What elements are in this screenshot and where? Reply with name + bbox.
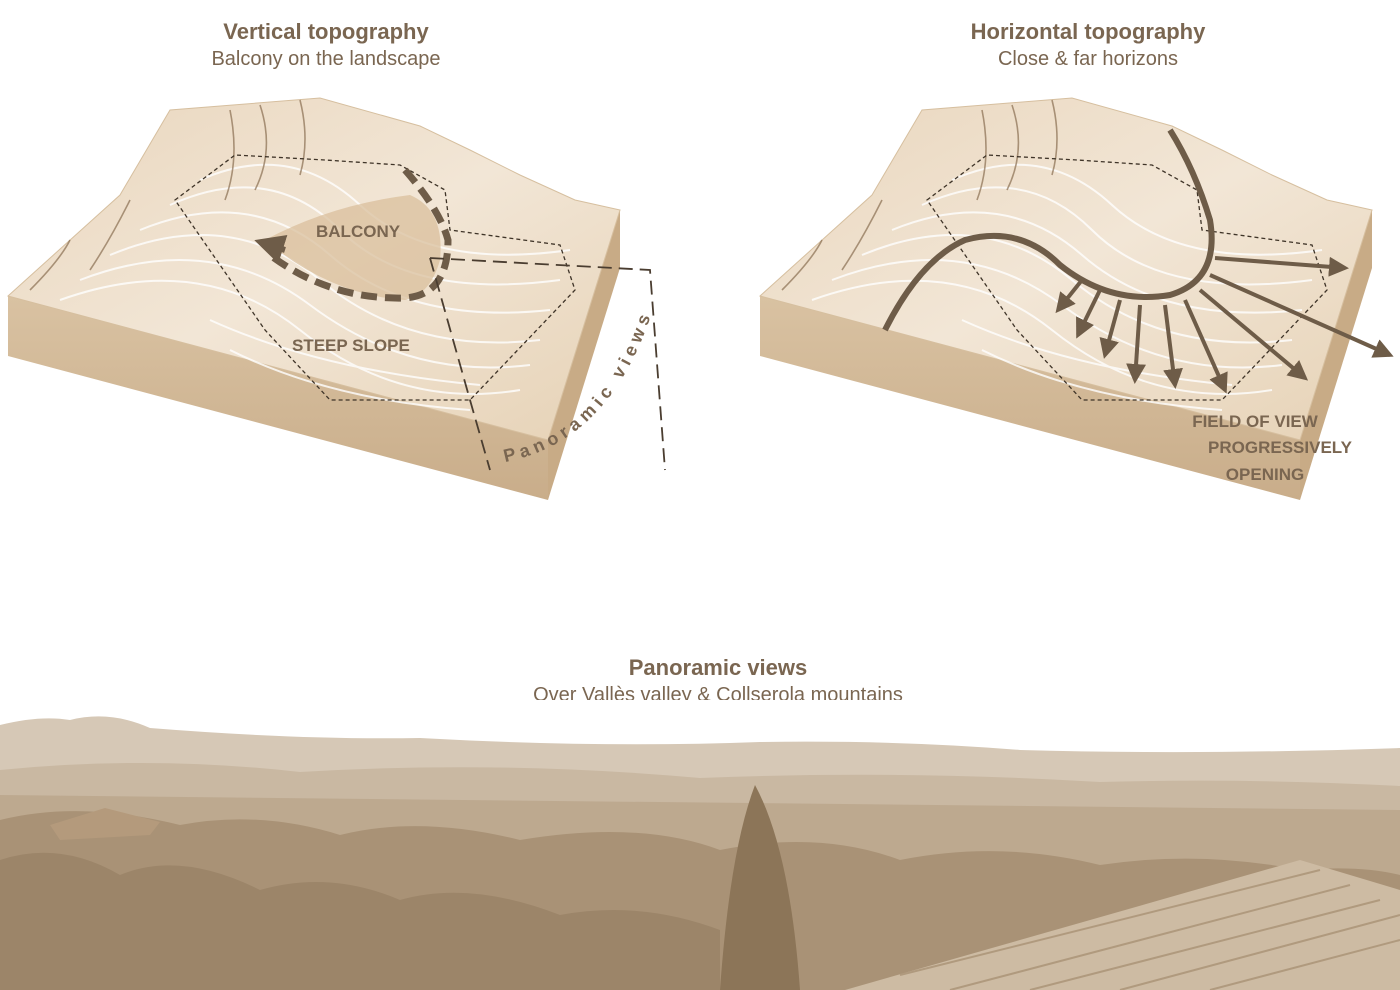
left-title: Vertical topography bbox=[223, 19, 429, 44]
topography-models: BALCONY STEEP SLOPE Panoramic views bbox=[6, 97, 1394, 500]
cypress-tree bbox=[720, 785, 800, 990]
right-subtitle: Close & far horizons bbox=[997, 48, 1179, 70]
balcony-arrow bbox=[254, 235, 288, 264]
tiled-roof-foreground bbox=[845, 860, 1400, 990]
left-model-side-right bbox=[548, 210, 620, 500]
field-of-view-arrows bbox=[1055, 256, 1394, 394]
right-model-side-right bbox=[1300, 210, 1372, 500]
right-caption: Horizontal topography Close & far horizo… bbox=[838, 18, 1338, 72]
balcony-terrace bbox=[265, 195, 441, 300]
balcony-dashed-outline bbox=[267, 167, 452, 302]
left-subtitle: Balcony on the landscape bbox=[211, 48, 441, 70]
field-of-view-label-line3: OPENING bbox=[1226, 465, 1304, 484]
steep-slope-label: STEEP SLOPE bbox=[292, 336, 410, 355]
foreground-trees bbox=[0, 852, 720, 990]
balcony-label: BALCONY bbox=[316, 222, 401, 241]
left-terrain-model: BALCONY STEEP SLOPE Panoramic views bbox=[6, 97, 666, 500]
right-model-side-front bbox=[760, 296, 1300, 500]
left-site-boundary bbox=[174, 154, 576, 401]
left-model-side-front bbox=[8, 296, 548, 500]
right-title: Horizontal topography bbox=[970, 19, 1206, 44]
horizon-curve bbox=[882, 128, 1215, 332]
panorama-title: Panoramic views bbox=[628, 655, 808, 680]
field-of-view-label-line2: PROGRESSIVELY bbox=[1208, 438, 1353, 457]
panorama-photo bbox=[0, 700, 1400, 990]
field-of-view-label-line1: FIELD OF VIEW bbox=[1192, 412, 1319, 431]
panoramic-sightline-2 bbox=[429, 257, 491, 471]
right-terrain-model: FIELD OF VIEW PROGRESSIVELY OPENING bbox=[758, 97, 1394, 500]
panoramic-sightline-1 bbox=[429, 257, 666, 471]
right-dark-contours bbox=[781, 99, 1058, 291]
right-site-boundary bbox=[926, 154, 1328, 401]
left-dark-contours bbox=[29, 99, 306, 291]
left-caption: Vertical topography Balcony on the lands… bbox=[76, 18, 576, 72]
roof-house-left bbox=[50, 808, 160, 840]
roof-tile-rows bbox=[899, 869, 1400, 990]
